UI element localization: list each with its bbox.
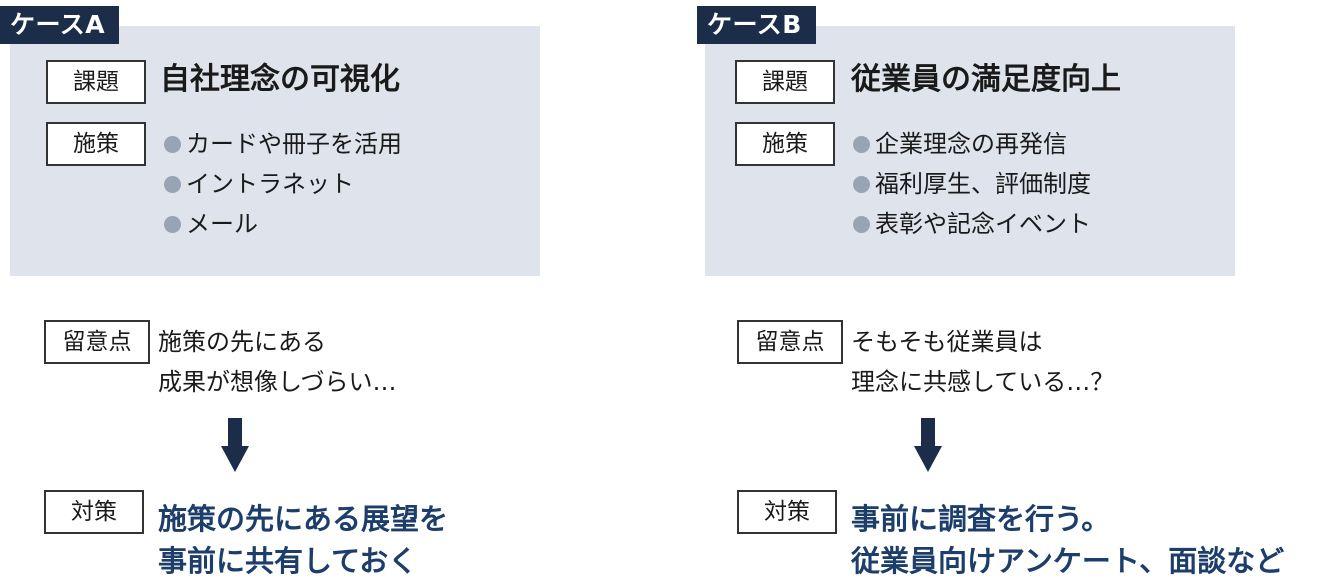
- case-a-caution-text: 施策の先にある 成果が想像しづらい…: [158, 322, 397, 402]
- caution-line: そもそも従業員は: [851, 328, 1043, 356]
- circle-bullet-icon: [853, 176, 870, 193]
- measure-text: 福利厚生、評価制度: [875, 170, 1091, 198]
- case-a-panel: 課題 自社理念の可視化 施策 カードや冊子を活用 イントラネット メール: [10, 26, 540, 276]
- measure-text: 企業理念の再発信: [875, 130, 1067, 158]
- list-item: 福利厚生、評価制度: [853, 166, 1091, 206]
- case-a-caution-label: 留意点: [44, 320, 150, 364]
- case-a-tag: ケースA: [0, 6, 120, 44]
- circle-bullet-icon: [164, 176, 181, 193]
- list-item: 表彰や記念イベント: [853, 206, 1091, 246]
- measure-text: メール: [186, 210, 258, 238]
- case-b-panel: 課題 従業員の満足度向上 施策 企業理念の再発信 福利厚生、評価制度 表彰や記念…: [705, 26, 1235, 276]
- case-b-measures-label: 施策: [735, 122, 835, 166]
- case-b-issue-label: 課題: [735, 60, 835, 104]
- case-a-countermeasure-text: 施策の先にある展望を 事前に共有しておく: [158, 498, 448, 582]
- measure-text: イントラネット: [186, 170, 354, 198]
- countermeasure-line: 事前に共有しておく: [158, 544, 418, 578]
- list-item: メール: [164, 206, 402, 246]
- caution-line: 成果が想像しづらい…: [158, 368, 397, 396]
- countermeasure-line: 施策の先にある展望を: [158, 502, 449, 536]
- case-a-issue-title: 自社理念の可視化: [160, 62, 400, 97]
- list-item: カードや冊子を活用: [164, 126, 402, 166]
- list-item: 企業理念の再発信: [853, 126, 1091, 166]
- circle-bullet-icon: [164, 136, 181, 153]
- case-a-measures-label: 施策: [46, 122, 146, 166]
- circle-bullet-icon: [853, 136, 870, 153]
- case-b-tag: ケースB: [697, 6, 816, 44]
- case-b-countermeasure-text: 事前に調査を行う。 従業員向けアンケート、面談など: [851, 498, 1284, 582]
- case-b-countermeasure-label: 対策: [737, 490, 837, 534]
- circle-bullet-icon: [853, 216, 870, 233]
- down-arrow-icon: [221, 418, 249, 472]
- list-item: イントラネット: [164, 166, 402, 206]
- down-arrow-icon: [914, 418, 942, 472]
- circle-bullet-icon: [164, 216, 181, 233]
- case-b: 課題 従業員の満足度向上 施策 企業理念の再発信 福利厚生、評価制度 表彰や記念…: [697, 0, 1297, 580]
- caution-line: 施策の先にある: [158, 328, 326, 356]
- case-a-issue-label: 課題: [46, 60, 146, 104]
- case-b-measures-list: 企業理念の再発信 福利厚生、評価制度 表彰や記念イベント: [853, 126, 1091, 246]
- countermeasure-line: 従業員向けアンケート、面談など: [851, 544, 1285, 578]
- measure-text: 表彰や記念イベント: [875, 210, 1091, 238]
- case-a: 課題 自社理念の可視化 施策 カードや冊子を活用 イントラネット メール ケース…: [0, 0, 600, 580]
- case-a-measures-list: カードや冊子を活用 イントラネット メール: [164, 126, 402, 246]
- case-b-caution-label: 留意点: [737, 320, 843, 364]
- case-b-caution-text: そもそも従業員は 理念に共感している…？: [851, 322, 1114, 402]
- measure-text: カードや冊子を活用: [186, 130, 402, 158]
- case-a-countermeasure-label: 対策: [44, 490, 144, 534]
- countermeasure-line: 事前に調査を行う。: [851, 502, 1111, 536]
- case-b-issue-title: 従業員の満足度向上: [851, 62, 1121, 97]
- caution-line: 理念に共感している…？: [851, 368, 1115, 396]
